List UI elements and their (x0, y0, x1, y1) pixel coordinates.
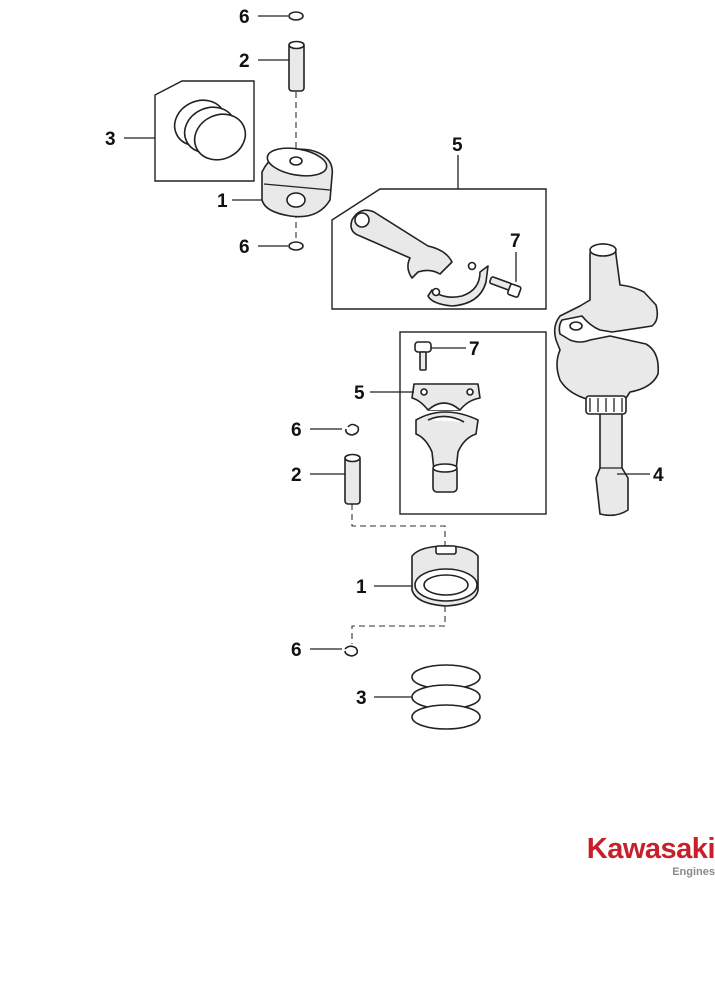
callout-piston-pin: 2 (291, 465, 302, 486)
brand-name: Kawasaki (587, 833, 715, 865)
callout-piston-rings: 3 (356, 688, 367, 709)
snap-ring-part (288, 241, 304, 251)
upper-connecting-rod-assembly: 5 7 (331, 135, 547, 310)
brand-subtitle: Engines (672, 866, 715, 878)
callout-crankshaft: 4 (653, 465, 664, 486)
kawasaki-logo: Kawasaki Engines (587, 833, 715, 878)
lower-piston-assembly: 6 2 1 6 3 (291, 420, 481, 730)
piston-pin-part (288, 40, 305, 92)
piston-rings-part (411, 664, 481, 730)
callout-snap-ring: 6 (291, 640, 302, 661)
callout-snap-ring: 6 (239, 237, 250, 258)
piston-pin-part (344, 453, 361, 505)
connecting-rod-part (350, 209, 489, 307)
piston-part (411, 545, 479, 607)
callout-rod-bolt: 7 (469, 339, 480, 360)
callout-piston: 1 (217, 191, 228, 212)
callout-snap-ring: 6 (239, 7, 250, 28)
piston-rings-part (154, 80, 255, 182)
crankshaft-part (553, 243, 660, 517)
snap-ring-part (344, 645, 359, 657)
upper-piston-assembly: 6 2 3 1 6 (105, 7, 334, 258)
callout-piston-rings: 3 (105, 129, 116, 150)
callout-piston-pin: 2 (239, 51, 250, 72)
callout-rod-bolt: 7 (510, 231, 521, 252)
rod-bolt-part (489, 276, 522, 298)
rod-bolt-part (414, 341, 432, 371)
lower-connecting-rod-assembly: 7 5 (354, 331, 547, 515)
callout-snap-ring: 6 (291, 420, 302, 441)
callout-connecting-rod: 5 (354, 383, 365, 404)
snap-ring-part (288, 11, 304, 21)
snap-ring-part (345, 423, 360, 436)
callout-connecting-rod: 5 (452, 135, 463, 156)
connecting-rod-part (411, 383, 481, 493)
piston-part (261, 147, 334, 218)
callout-piston: 1 (356, 577, 367, 598)
